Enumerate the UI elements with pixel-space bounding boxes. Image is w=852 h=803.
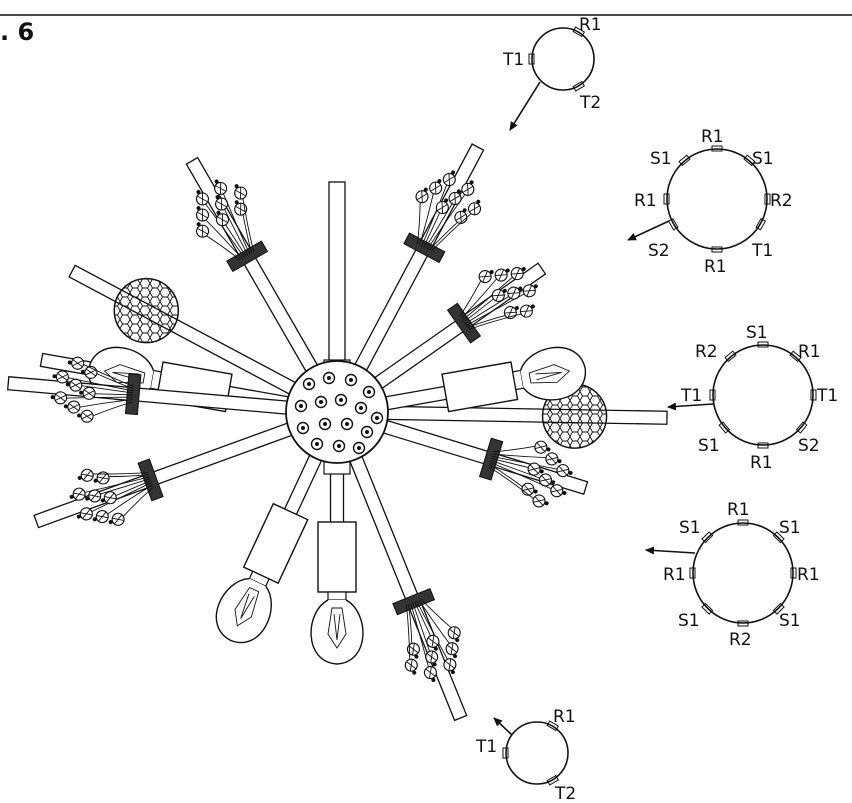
callout-circle-4: R1 S1 S1 R1 R1 S1 R2 S1 bbox=[645, 500, 820, 650]
callout-label: S1 bbox=[678, 611, 700, 631]
callout-label: S1 bbox=[698, 436, 720, 456]
callout-label: T2 bbox=[579, 93, 601, 113]
arm-rod bbox=[384, 405, 668, 425]
crystal-cluster bbox=[392, 587, 461, 682]
crystal-cluster bbox=[195, 179, 269, 273]
callout-circle-1: R1 T1 T2 bbox=[502, 15, 602, 131]
figure-label: . 6 bbox=[0, 18, 34, 46]
callout-label: S1 bbox=[746, 323, 768, 343]
callout-label: R1 bbox=[750, 453, 773, 473]
callout-label: R1 bbox=[798, 342, 821, 362]
central-hub bbox=[285, 359, 389, 475]
callout-label: T2 bbox=[554, 784, 576, 803]
callout-circle-3: S1 R2 R1 T1 T1 S1 R1 S2 bbox=[667, 323, 838, 473]
callout-label: S2 bbox=[648, 241, 670, 261]
arm-rod bbox=[33, 421, 295, 529]
callout-label: R1 bbox=[797, 565, 820, 585]
callout-label: R2 bbox=[729, 630, 752, 650]
callout-label: R1 bbox=[634, 191, 657, 211]
arm-rod bbox=[352, 143, 485, 374]
callout-label: R2 bbox=[770, 191, 793, 211]
callout-label: S1 bbox=[679, 518, 701, 538]
callout-label: S1 bbox=[650, 149, 672, 169]
callout-label: R1 bbox=[553, 707, 576, 727]
callout-label: T1 bbox=[502, 50, 524, 70]
arm-rod bbox=[328, 181, 346, 365]
callout-circle-5: R1 T1 T2 bbox=[475, 707, 576, 803]
callout-label: R1 bbox=[701, 127, 724, 147]
callout-label: R1 bbox=[727, 500, 750, 520]
callout-label: R2 bbox=[695, 342, 718, 362]
callout-label: R1 bbox=[663, 565, 686, 585]
chandelier-arms bbox=[6, 26, 817, 786]
callout-label: S1 bbox=[752, 149, 774, 169]
callout-label: R1 bbox=[704, 257, 727, 277]
crystal-ball bbox=[113, 277, 180, 344]
bulb-socket bbox=[441, 346, 586, 413]
callout-label: T1 bbox=[816, 386, 838, 406]
crystal-cluster bbox=[69, 458, 164, 526]
crystal-cluster bbox=[50, 356, 142, 423]
callout-label: T1 bbox=[751, 241, 773, 261]
callout-circle-2: R1 S1 S1 R1 R2 S2 R1 T1 bbox=[627, 127, 793, 277]
crystal-cluster bbox=[478, 437, 573, 508]
callout-label: S1 bbox=[779, 611, 801, 631]
callout-label: R1 bbox=[579, 15, 602, 35]
callout-label: S1 bbox=[779, 518, 801, 538]
crystal-cluster bbox=[446, 267, 538, 344]
callout-label: T1 bbox=[680, 386, 702, 406]
bulb-socket bbox=[310, 521, 364, 665]
crystal-cluster bbox=[403, 170, 482, 264]
callout-label: T1 bbox=[475, 737, 497, 757]
callout-label: S2 bbox=[798, 436, 820, 456]
bulb-socket bbox=[215, 502, 309, 644]
arm-rod bbox=[348, 453, 468, 722]
